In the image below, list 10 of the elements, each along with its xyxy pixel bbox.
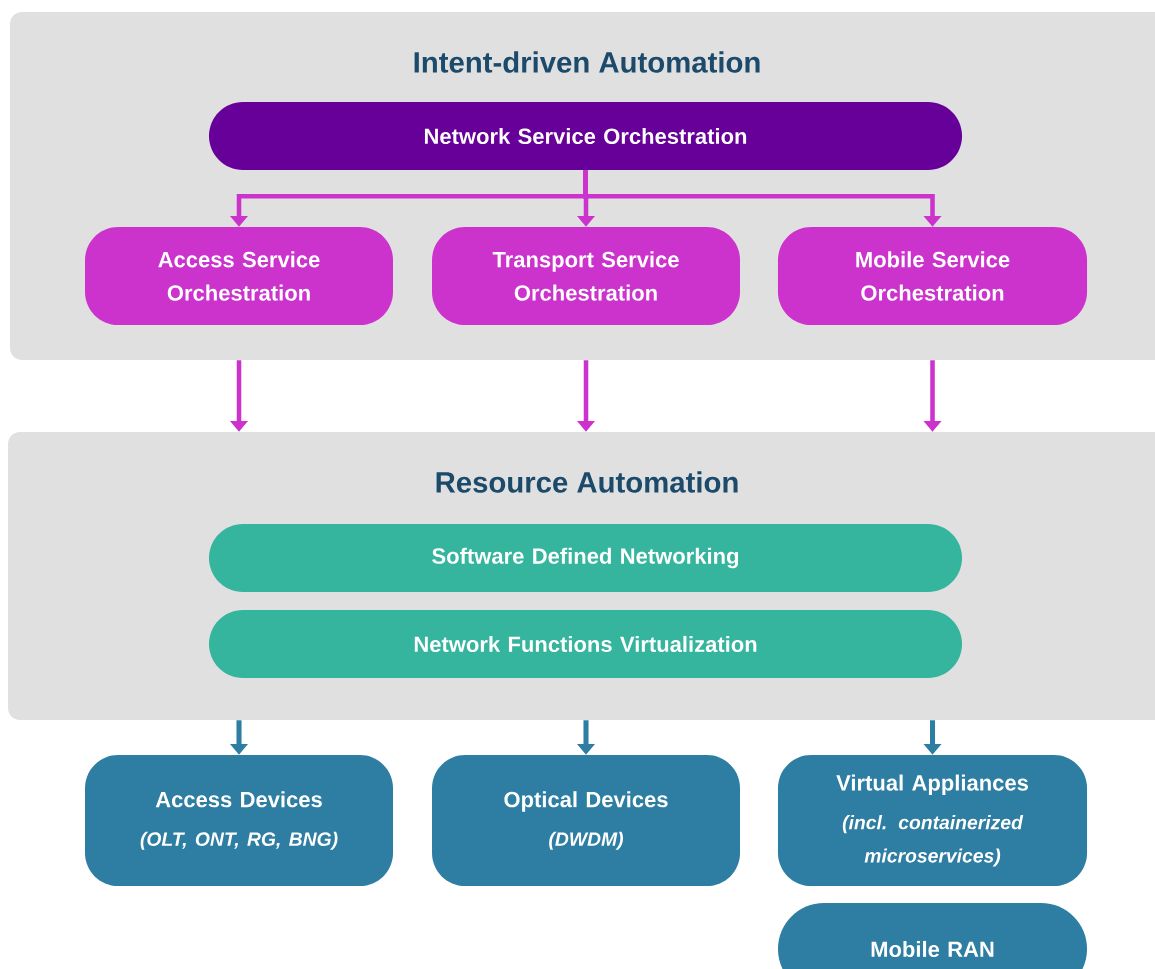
process-box: Software Defined Networking	[208, 524, 963, 592]
device-box: Virtual Appliances (incl. containerized microservices)	[777, 755, 1088, 886]
device-box: Mobile RAN	[777, 903, 1088, 969]
device-box: Access Devices (OLT, ONT, RG, BNG)	[85, 755, 393, 886]
process-box: Transport Service Orchestration	[432, 227, 740, 325]
process-box: Mobile Service Orchestration	[777, 227, 1088, 325]
process-box: Network Functions Virtualization	[208, 610, 963, 678]
device-box: Optical Devices (DWDM)	[432, 755, 740, 886]
process-box: Network Service Orchestration	[208, 102, 963, 170]
process-box: Access Service Orchestration	[85, 227, 393, 325]
